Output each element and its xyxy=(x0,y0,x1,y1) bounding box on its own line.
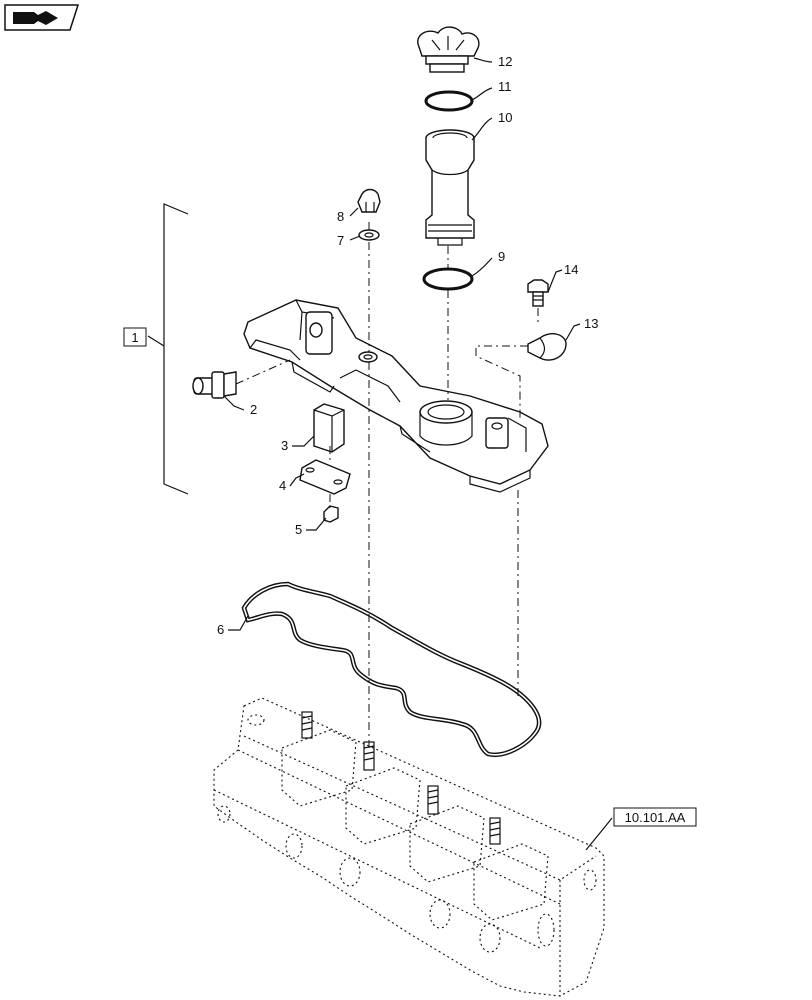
leader-lines xyxy=(147,57,613,851)
callout-6: 6 xyxy=(217,622,224,637)
assembly-bracket xyxy=(163,203,189,495)
callout-3: 3 xyxy=(281,438,288,453)
next-page-arrow-icon xyxy=(13,11,58,25)
callout-13: 13 xyxy=(584,316,598,331)
callout-labels: 1 2 3 4 5 6 7 8 9 10 11 12 13 14 10.101.… xyxy=(123,54,697,827)
part-7-washer xyxy=(358,229,380,241)
part-5-screw xyxy=(323,505,339,523)
callout-8: 8 xyxy=(337,209,344,224)
part-1-valve-cover xyxy=(243,299,549,493)
callout-7: 7 xyxy=(337,233,344,248)
callout-11: 11 xyxy=(498,79,512,94)
part-6-gasket xyxy=(241,581,542,758)
part-4-plate xyxy=(299,459,351,495)
part-10-filler-neck xyxy=(425,129,475,246)
callout-10: 10 xyxy=(498,110,512,125)
nav-button[interactable] xyxy=(4,4,80,31)
part-11-o-ring xyxy=(424,90,474,112)
callout-12: 12 xyxy=(498,54,512,69)
callout-1: 1 xyxy=(131,330,138,345)
reference-link[interactable]: 10.101.AA xyxy=(625,810,686,825)
callout-1-box xyxy=(123,327,147,347)
cylinder-head-reference xyxy=(213,697,605,997)
part-14-bolt xyxy=(527,279,549,307)
part-2-breather-fitting xyxy=(192,371,237,399)
callout-5: 5 xyxy=(295,522,302,537)
part-8-cap-nut xyxy=(357,188,381,213)
callout-9: 9 xyxy=(498,249,505,264)
reference-box[interactable] xyxy=(613,807,697,827)
part-9-o-ring xyxy=(422,267,474,291)
part-3-block xyxy=(313,403,345,453)
callout-2: 2 xyxy=(250,402,257,417)
callout-14: 14 xyxy=(564,262,578,277)
part-13-clip xyxy=(527,333,567,361)
callout-4: 4 xyxy=(279,478,286,493)
assembly-lines xyxy=(235,222,539,750)
part-12-filler-cap xyxy=(417,26,480,73)
